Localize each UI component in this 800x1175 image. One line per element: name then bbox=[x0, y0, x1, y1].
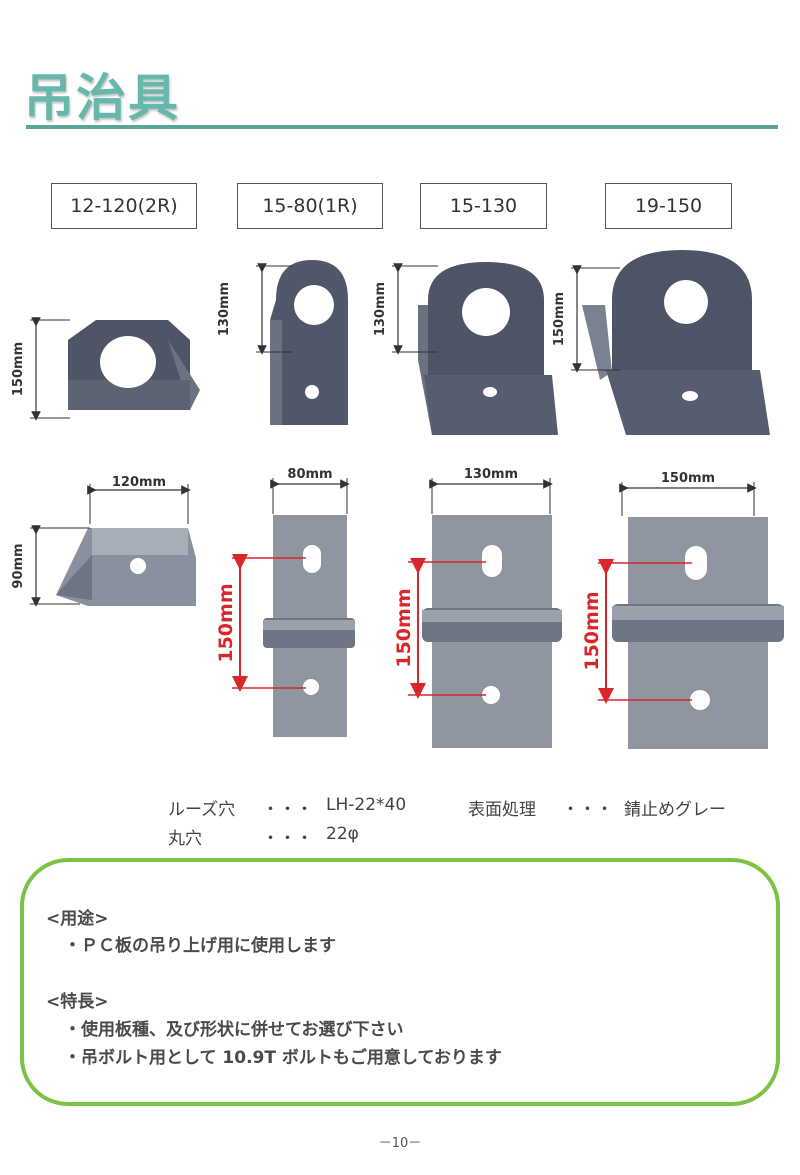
dim-pitch-15-130: 150mm bbox=[393, 588, 415, 667]
dim-width-15-80: 80mm bbox=[287, 467, 332, 482]
page-number: －10－ bbox=[378, 1136, 422, 1151]
feature-item-1: ・使用板種、及び形状に併せてお選び下さい bbox=[64, 1020, 404, 1040]
page-title: 吊治具 bbox=[24, 69, 180, 127]
feature-item-2: ・吊ボルト用として 10.9T ボルトもご用意しております bbox=[64, 1048, 502, 1068]
spec-surface-value: 錆止めグレー bbox=[624, 800, 726, 820]
hole-pitch-19-150 bbox=[598, 559, 692, 704]
dim-width-19-150: 150mm bbox=[661, 471, 715, 486]
model-label-15-80: 15-80(1R) bbox=[237, 183, 383, 229]
bracket-19-150-plan-view bbox=[612, 517, 784, 749]
spec-round-hole-dots: ・・・ bbox=[262, 829, 313, 849]
bracket-15-80-side-view bbox=[270, 260, 348, 425]
dim-height-15-130: 130mm bbox=[373, 282, 388, 336]
dim-height-15-80: 130mm bbox=[217, 282, 232, 336]
dim-depth-12-120: 90mm bbox=[11, 543, 26, 588]
bracket-12-120-side-view bbox=[68, 320, 200, 410]
model-label-12-120: 12-120(2R) bbox=[51, 183, 197, 229]
spec-loose-hole-label: ルーズ穴 bbox=[168, 800, 236, 820]
spec-loose-hole-value: LH-22*40 bbox=[326, 795, 407, 815]
spec-surface-label: 表面処理 bbox=[468, 800, 536, 820]
spec-round-hole-value: 22φ bbox=[326, 824, 359, 844]
spec-loose-hole-dots: ・・・ bbox=[262, 800, 313, 820]
info-box bbox=[20, 858, 780, 1106]
bracket-15-80-plan-view bbox=[263, 515, 355, 737]
dim-height-19-150: 150mm bbox=[552, 292, 567, 346]
hole-pitch-15-80 bbox=[232, 554, 306, 692]
title-rule bbox=[26, 125, 778, 129]
model-label-19-150: 19-150 bbox=[605, 183, 732, 229]
usage-heading: <用途> bbox=[46, 909, 109, 929]
dim-pitch-19-150: 150mm bbox=[581, 591, 603, 670]
dim-height-12-120: 150mm bbox=[11, 342, 26, 396]
dim-width-15-130: 130mm bbox=[464, 467, 518, 482]
dim-pitch-15-80: 150mm bbox=[215, 583, 237, 662]
spec-round-hole-label: 丸穴 bbox=[168, 829, 202, 849]
spec-surface-dots: ・・・ bbox=[562, 800, 613, 820]
usage-item: ・ＰＣ板の吊り上げ用に使用します bbox=[64, 936, 336, 956]
features-heading: <特長> bbox=[46, 992, 109, 1012]
bracket-19-150-side-view bbox=[582, 250, 770, 435]
bracket-15-130-plan-view bbox=[422, 515, 562, 748]
model-label-15-130: 15-130 bbox=[420, 183, 547, 229]
hole-pitch-15-130 bbox=[408, 558, 486, 699]
dim-width-12-120: 120mm bbox=[112, 475, 166, 490]
bracket-15-130-side-view bbox=[418, 262, 558, 435]
bracket-12-120-plan-view bbox=[56, 528, 196, 606]
